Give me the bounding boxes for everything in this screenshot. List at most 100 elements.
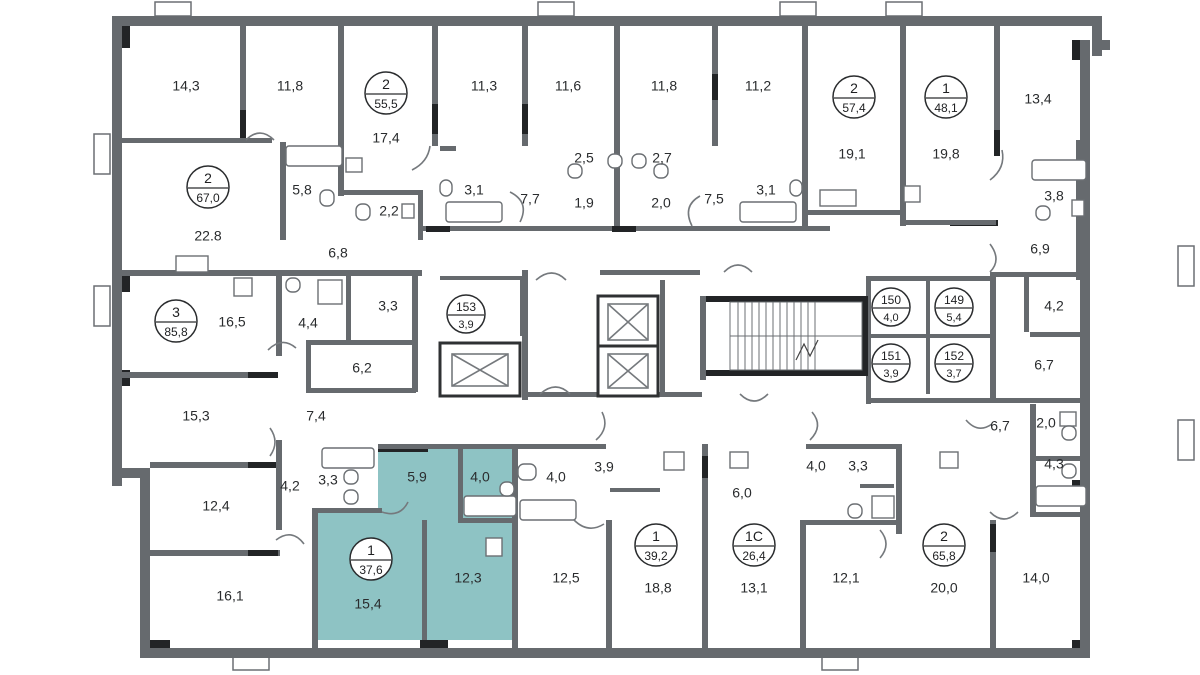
door-swings xyxy=(245,132,1019,559)
room-area: 13,4 xyxy=(1024,91,1051,107)
room-area: 4,4 xyxy=(298,315,318,331)
room-area: 14,0 xyxy=(1022,570,1049,586)
stairwell xyxy=(729,301,863,371)
room-area: 12,5 xyxy=(552,570,579,586)
storage-badge[interactable]: 151 3,9 xyxy=(871,343,911,383)
svg-text:2: 2 xyxy=(382,76,390,92)
svg-text:2: 2 xyxy=(940,528,948,544)
room-area: 20,0 xyxy=(930,580,957,596)
svg-text:26,4: 26,4 xyxy=(742,549,766,563)
svg-text:3,9: 3,9 xyxy=(458,319,473,331)
room-area: 19,1 xyxy=(838,146,865,162)
room-area: 3,1 xyxy=(464,182,484,198)
apartment-badge-highlighted[interactable]: 1 37,6 xyxy=(349,537,393,581)
room-area: 12,4 xyxy=(202,498,229,514)
apartment-badge[interactable]: 3 85,8 xyxy=(154,299,198,343)
room-area: 2,0 xyxy=(651,195,671,211)
interior-walls xyxy=(122,26,1082,648)
storage-badges: 153 3,9 150 4,0 149 5,4 151 3,9 152 3,7 xyxy=(446,287,974,383)
room-area: 18,8 xyxy=(644,580,671,596)
svg-text:151: 151 xyxy=(881,349,901,363)
room-area: 6,2 xyxy=(352,360,372,376)
room-area: 22.8 xyxy=(194,228,221,244)
apartment-badge[interactable]: 2 67,0 xyxy=(186,165,230,209)
room-area: 15,3 xyxy=(182,408,209,424)
svg-text:4,0: 4,0 xyxy=(883,312,898,324)
svg-text:67,0: 67,0 xyxy=(196,191,220,205)
room-area: 4,0 xyxy=(806,458,826,474)
room-area: 6,0 xyxy=(732,485,752,501)
room-area: 2,2 xyxy=(379,203,399,219)
room-area: 12,3 xyxy=(454,570,481,586)
room-area: 7,5 xyxy=(704,191,724,207)
room-area: 2,5 xyxy=(574,150,594,166)
room-area: 1,9 xyxy=(574,195,594,211)
svg-text:1: 1 xyxy=(367,542,375,558)
room-area: 11,2 xyxy=(745,78,771,94)
room-area: 16,5 xyxy=(218,314,245,330)
room-area: 12,1 xyxy=(832,570,859,586)
room-area: 4,3 xyxy=(1044,456,1064,472)
svg-text:152: 152 xyxy=(944,349,964,363)
room-area: 7,7 xyxy=(520,191,540,207)
room-area: 3,8 xyxy=(1044,188,1064,204)
apartment-badges: 2 55,5 2 67,0 3 85,8 2 57,4 1 48,1 xyxy=(154,71,968,581)
room-area: 4,0 xyxy=(546,469,566,485)
room-area: 3,3 xyxy=(848,458,868,474)
room-area: 17,4 xyxy=(372,130,399,146)
room-area: 13,1 xyxy=(740,580,767,596)
svg-text:65,8: 65,8 xyxy=(932,549,956,563)
storage-badge[interactable]: 153 3,9 xyxy=(446,294,486,334)
storage-badge[interactable]: 152 3,7 xyxy=(934,343,974,383)
room-area: 7,4 xyxy=(306,408,326,424)
apartment-badge[interactable]: 1С 26,4 xyxy=(732,523,776,567)
apartment-badge[interactable]: 2 65,8 xyxy=(922,523,966,567)
svg-text:2: 2 xyxy=(850,80,858,96)
svg-text:37,6: 37,6 xyxy=(359,563,383,577)
room-area: 11,3 xyxy=(471,78,497,94)
room-area: 4,0 xyxy=(470,469,490,485)
storage-badge[interactable]: 149 5,4 xyxy=(934,287,974,327)
storage-badge[interactable]: 150 4,0 xyxy=(871,287,911,327)
room-area: 4,2 xyxy=(1044,298,1064,314)
svg-text:39,2: 39,2 xyxy=(644,549,668,563)
svg-text:1: 1 xyxy=(942,80,950,96)
svg-text:1: 1 xyxy=(652,528,660,544)
room-area: 2,0 xyxy=(1036,415,1056,431)
room-area: 11,8 xyxy=(651,78,677,94)
bathroom-fixtures xyxy=(175,145,1087,557)
room-area: 6,8 xyxy=(328,245,348,261)
svg-text:85,8: 85,8 xyxy=(164,325,188,339)
svg-text:3,9: 3,9 xyxy=(883,368,898,380)
room-area: 3,1 xyxy=(756,182,776,198)
svg-text:1С: 1С xyxy=(745,528,763,544)
room-area: 14,3 xyxy=(172,78,199,94)
apartment-badge[interactable]: 2 57,4 xyxy=(832,75,876,119)
svg-text:2: 2 xyxy=(204,170,212,186)
apartment-badge[interactable]: 2 55,5 xyxy=(364,71,408,115)
room-area: 6,9 xyxy=(1030,241,1050,257)
svg-text:150: 150 xyxy=(881,293,901,307)
room-area: 11,8 xyxy=(277,78,303,94)
room-area: 5,8 xyxy=(292,182,312,198)
room-area-labels: 14,3 11,8 17,4 11,3 11,6 11,8 11,2 13,4 … xyxy=(172,78,1064,612)
room-area: 2,7 xyxy=(652,150,672,166)
room-area: 3,3 xyxy=(318,472,338,488)
svg-text:48,1: 48,1 xyxy=(934,101,958,115)
svg-text:5,4: 5,4 xyxy=(946,312,961,324)
room-area: 6,7 xyxy=(990,418,1010,434)
windows xyxy=(93,1,1195,671)
room-area: 15,4 xyxy=(354,596,381,612)
svg-text:57,4: 57,4 xyxy=(842,101,866,115)
svg-text:3: 3 xyxy=(172,304,180,320)
room-area: 16,1 xyxy=(216,588,243,604)
svg-text:149: 149 xyxy=(944,293,964,307)
apartment-badge[interactable]: 1 39,2 xyxy=(634,523,678,567)
svg-text:55,5: 55,5 xyxy=(374,97,398,111)
room-area: 3,9 xyxy=(594,459,614,475)
room-area: 19,8 xyxy=(932,146,959,162)
apartment-badge[interactable]: 1 48,1 xyxy=(924,75,968,119)
room-area: 4,2 xyxy=(280,478,300,494)
room-area: 3,3 xyxy=(378,298,398,314)
